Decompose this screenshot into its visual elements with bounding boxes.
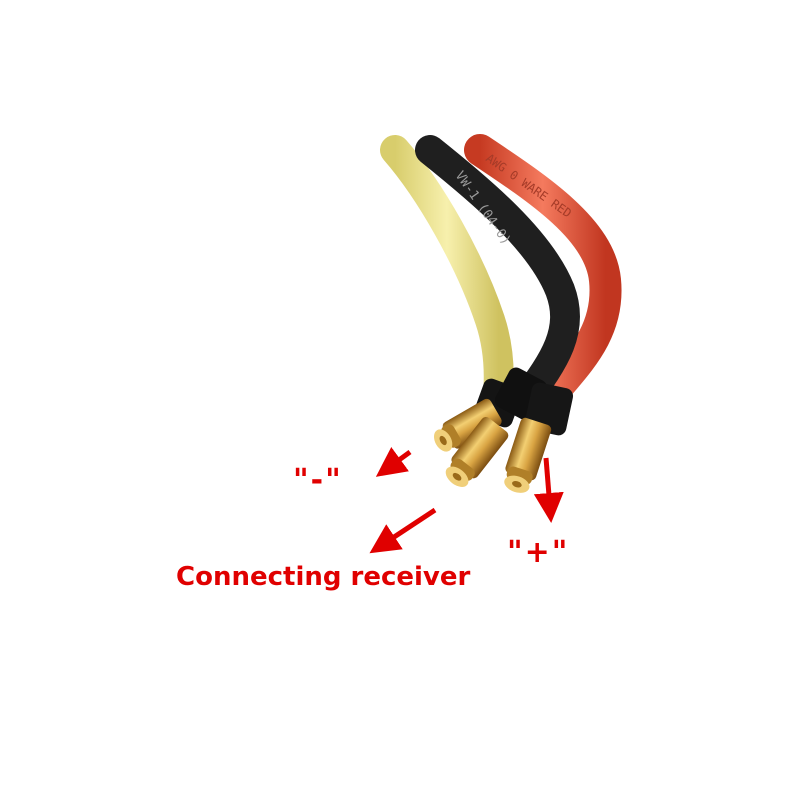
positive-terminal-label: "+" — [507, 535, 570, 570]
yellow-wire — [380, 135, 514, 420]
bullet-connector-left — [433, 398, 502, 452]
bullet-connector-middle — [445, 416, 509, 487]
negative-terminal-label: "-" — [293, 463, 343, 498]
arrow-positive — [533, 457, 564, 523]
bullet-connector-right — [504, 417, 552, 493]
connecting-receiver-label: Connecting receiver — [176, 562, 471, 592]
red-wire — [464, 134, 622, 406]
black-wire — [415, 135, 581, 415]
arrow-negative — [375, 447, 412, 477]
arrow-receiver — [369, 507, 437, 554]
